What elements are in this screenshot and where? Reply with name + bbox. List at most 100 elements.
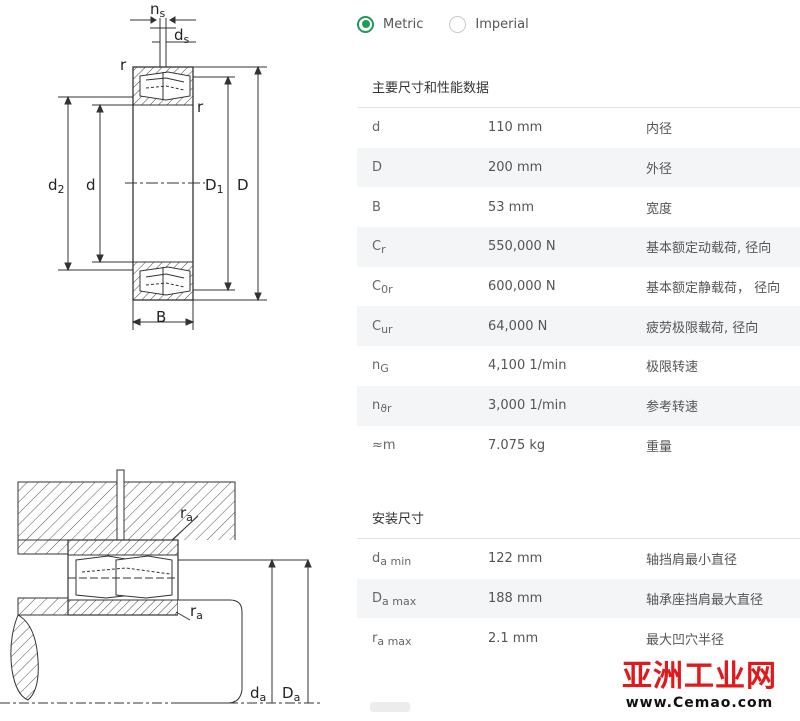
label-D: D [237,176,249,194]
row-value: 64,000 N [488,318,548,334]
row-symbol: Cr [357,239,488,257]
symbol-subscript: a max [382,595,417,609]
table-row: B 53 mm 宽度 [357,187,800,227]
row-description: 宽度 [646,201,673,217]
row-value: 550,000 N [488,239,556,255]
label-D1: D1 [205,176,224,196]
row-description: 最大凹穴半径 [646,632,725,648]
metric-radio-dot[interactable] [357,15,374,33]
metric-label: Metric [383,16,424,32]
label-ra-top: ra [180,504,193,524]
row-value: 3,000 1/min [488,398,567,414]
imperial-radio-dot[interactable] [449,15,467,33]
row-value: 110 mm [488,120,543,136]
bearing-drawing: ns ds r r d2 d D1 D B [0,0,320,704]
row-value: 122 mm [488,551,543,567]
imperial-label: Imperial [475,16,529,32]
table-row: d 110 mm 内径 [357,108,800,148]
row-symbol: C0r [357,279,488,297]
divider [357,107,800,108]
brand-watermark: 亚洲工业网 www.Cemao.com [607,659,792,715]
row-description: 轴挡肩最小直径 [646,553,738,569]
row-value: 4,100 1/min [488,358,567,374]
row-symbol: nϑr [357,398,488,416]
row-symbol: Cur [357,318,488,336]
row-symbol: ≈m [357,438,488,453]
row-value: 7.075 kg [488,437,546,453]
unit-toggle: Metric Imperial [357,13,555,35]
row-description: 重量 [646,439,673,455]
main-section-title: 主要尺寸和性能数据 [372,81,490,96]
brand-name-cn: 亚洲工业网 [622,659,777,694]
label-d: d [86,176,96,194]
table-row: ≈m 7.075 kg 重量 [357,426,800,466]
row-value: 600,000 N [488,279,556,295]
symbol-main: C [372,239,382,255]
symbol-main: n [372,358,381,374]
symbol-main: C [372,318,382,334]
data-panel: Metric Imperial 主要尺寸和性能数据 d 110 mm 内径 D 200 … [357,0,800,721]
label-r-top: r [120,56,127,74]
blurred-text [370,702,410,712]
label-B: B [156,308,166,326]
symbol-subscript: a max [377,634,412,648]
row-description: 轴承座挡肩最大直径 [646,593,764,609]
symbol-subscript: a min [380,555,412,569]
row-symbol: B [357,200,488,215]
label-r-right: r [197,98,204,116]
divider [357,538,800,539]
symbol-subscript: 0r [381,283,393,297]
label-ds: ds [174,26,190,46]
row-symbol: d [357,120,488,135]
symbol-main: D [372,160,383,176]
row-description: 基本额定动载荷, 径向 [646,241,772,257]
row-symbol: da min [357,551,488,569]
symbol-subscript: r [381,243,386,257]
symbol-main: ≈m [372,437,396,453]
label-ns: ns [150,0,166,20]
row-value: 53 mm [488,199,535,215]
symbol-main: r [372,630,378,646]
label-ra-bottom: ra [190,602,203,622]
symbol-subscript: G [380,362,389,376]
row-symbol: nG [357,358,488,376]
symbol-main: C [372,279,382,295]
symbol-subscript: ϑr [380,402,392,416]
row-description: 疲劳极限载荷, 径向 [646,320,759,336]
row-description: 内径 [646,122,673,138]
symbol-main: d [372,551,381,567]
row-description: 基本额定静载荷， 径向 [646,281,781,297]
row-value: 188 mm [488,591,543,607]
row-description: 参考转速 [646,400,699,416]
row-value: 2.1 mm [488,630,539,646]
mount-section-title: 安装尺寸 [372,512,425,527]
row-symbol: D [357,160,488,175]
label-d2: d2 [48,176,65,196]
symbol-main: d [372,120,381,136]
row-description: 极限转速 [646,360,699,376]
row-symbol: Da max [357,591,488,609]
row-value: 200 mm [488,160,543,176]
label-da: da [250,684,266,704]
symbol-main: D [372,591,383,607]
table-row: D 200 mm 外径 [357,147,800,188]
metric-radio[interactable]: Metric [357,15,424,33]
symbol-subscript: ur [381,322,393,336]
row-description: 外径 [646,162,673,178]
symbol-main: B [372,199,381,215]
imperial-radio[interactable]: Imperial [449,15,529,33]
drawing-panel: ns ds r r d2 d D1 D B [0,0,345,721]
symbol-main: n [372,398,381,414]
row-symbol: ra max [357,630,488,648]
brand-url: www.Cemao.com [625,695,774,711]
